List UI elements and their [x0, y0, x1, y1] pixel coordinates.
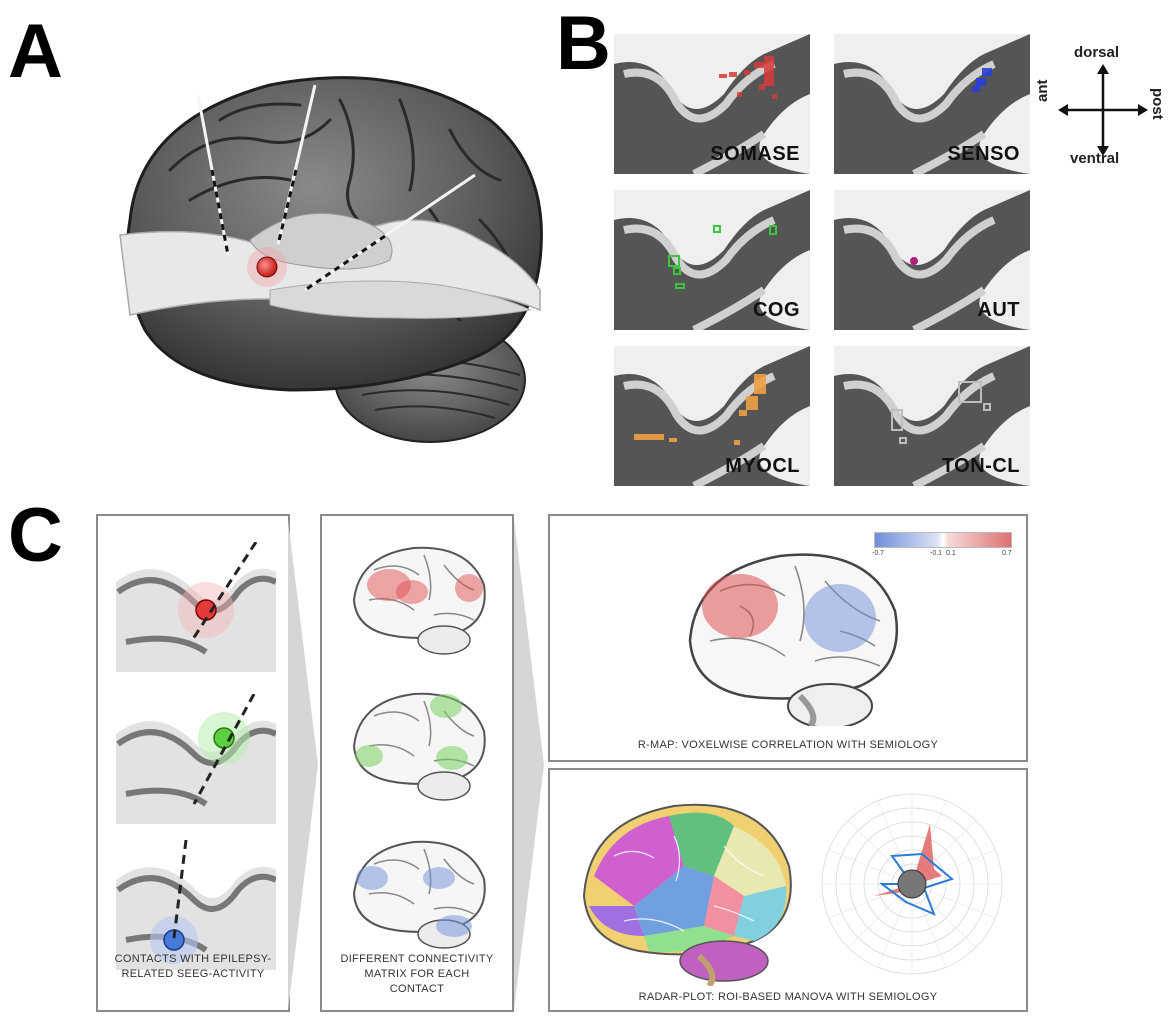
rmap-brain-illustration: [688, 553, 899, 726]
radar-box: RADAR-PLOT: ROI-BASED MANOVA WITH SEMIOL…: [548, 768, 1028, 1012]
flow-arrow-2: [514, 520, 544, 1010]
contact-red-illustration: [116, 542, 276, 672]
panel-a-brain-illustration: [119, 76, 543, 443]
semiology-tile-cog: COG: [614, 190, 810, 330]
panel-letter-b: B: [556, 1, 611, 86]
tile-label: COG: [752, 299, 800, 321]
orientation-compass: [1058, 64, 1148, 156]
compass-ventral-label: ventral: [1070, 150, 1120, 167]
colorbar-tick: -0.1: [930, 550, 943, 557]
parcellated-brain-illustration: [582, 803, 792, 986]
connectivity-caption: DIFFERENT CONNECTIVITY MATRIX FOR EACH C…: [340, 953, 494, 995]
tile-label: AUT: [977, 299, 1020, 321]
tile-label: SENSO: [947, 143, 1020, 165]
tile-label: SOMASE: [710, 143, 800, 165]
rmap-caption: R-MAP: VOXELWISE CORRELATION WITH SEMIOL…: [637, 739, 939, 751]
contacts-box: CONTACTS WITH EPILEPSY-RELATED SEEG-ACTI…: [96, 514, 290, 1012]
tile-label: TON-CL: [941, 455, 1020, 477]
brain-red-connectivity: [352, 546, 486, 655]
contacts-caption: CONTACTS WITH EPILEPSY-RELATED SEEG-ACTI…: [114, 953, 272, 980]
colorbar: [874, 532, 1012, 548]
tile-label: MYOCL: [725, 455, 800, 477]
connectivity-box: DIFFERENT CONNECTIVITY MATRIX FOR EACH C…: [320, 514, 514, 1012]
semiology-tile-somase: SOMASE: [614, 34, 810, 174]
panel-letter-a: A: [8, 9, 63, 94]
compass-ant-label: ant: [1034, 79, 1051, 103]
brain-green-connectivity: [352, 692, 486, 801]
colorbar-tick: -0.7: [872, 550, 885, 557]
radar-caption: RADAR-PLOT: ROI-BASED MANOVA WITH SEMIOL…: [638, 991, 938, 1003]
flow-arrow-1: [288, 520, 318, 1010]
contact-blue-illustration: [116, 840, 276, 970]
colorbar-tick: 0.1: [946, 550, 956, 557]
semiology-tile-aut: AUT: [834, 190, 1030, 330]
rmap-box: -0.7 -0.1 0.1 0.7 R-MAP: VOXELWISE CORRE…: [548, 514, 1028, 762]
radar-plot: [821, 793, 1003, 975]
compass-post-label: post: [1149, 88, 1166, 120]
semiology-tile-myocl: MYOCL: [614, 346, 810, 486]
compass-dorsal-label: dorsal: [1074, 44, 1120, 61]
semiology-tile-senso: SENSO: [834, 34, 1030, 174]
colorbar-tick: 0.7: [1002, 550, 1012, 557]
semiology-tile-ton-cl: TON-CL: [834, 346, 1030, 486]
panel-letter-c: C: [8, 493, 63, 578]
contact-green-illustration: [116, 694, 276, 824]
brain-blue-connectivity: [352, 840, 486, 949]
